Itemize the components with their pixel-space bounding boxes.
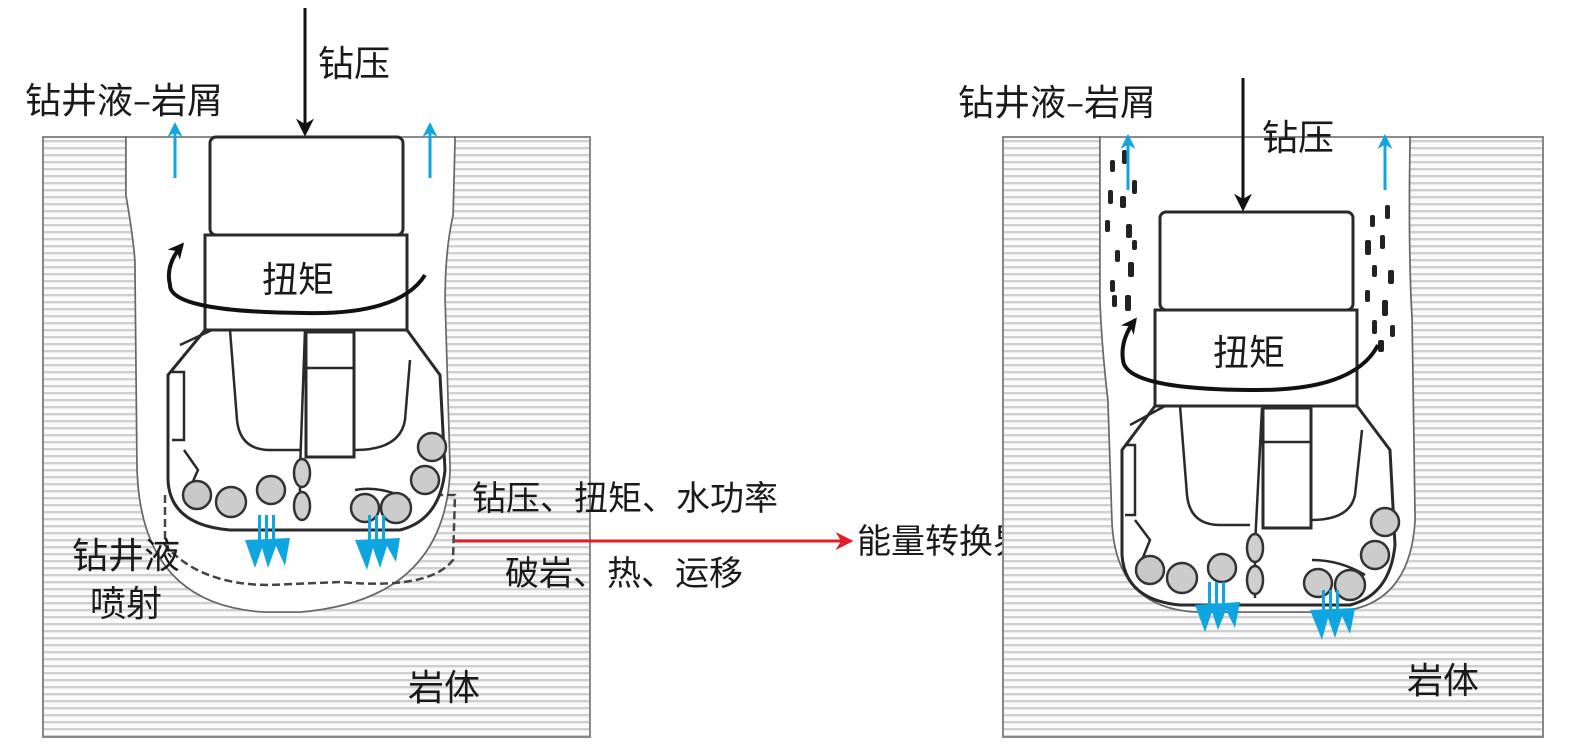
left-jet-spray-icon-2: [355, 515, 400, 570]
right-torque-arrow-icon: [1120, 317, 1380, 393]
left-jet-label-line1: 钻井液: [72, 536, 180, 577]
right-cutters: [1134, 506, 1401, 602]
left-jet-spray-icon: [245, 515, 290, 568]
left-panel: 钻压 钻井液–岩屑 扭矩 钻井液 喷射 岩体: [25, 8, 591, 738]
right-jet-spray-icon: [1195, 582, 1240, 632]
outputs-label: 破岩、热、运移: [505, 554, 743, 594]
right-torque-label: 扭矩: [1213, 333, 1285, 374]
right-cuttings-particles-left: [1105, 150, 1137, 311]
right-rock-label: 岩体: [1407, 661, 1479, 702]
right-panel: 钻井液–岩屑 钻压 扭矩 岩体: [958, 78, 1544, 738]
left-rock-label: 岩体: [408, 668, 480, 709]
right-wob-label: 钻压: [1262, 118, 1334, 159]
left-torque-arrow-icon: [166, 242, 427, 316]
left-jet-label-line2: 喷射: [90, 584, 162, 625]
left-torque-label: 扭矩: [262, 260, 334, 301]
right-jet-spray-icon-2: [1310, 590, 1355, 640]
left-fluid-cuttings-label: 钻井液–岩屑: [25, 81, 223, 122]
inputs-label: 钻压、扭矩、水功率: [472, 479, 778, 519]
left-wob-label: 钻压: [318, 44, 390, 85]
left-cutters: [181, 431, 448, 525]
right-fluid-cuttings-label: 钻井液–岩屑: [958, 83, 1156, 124]
left-drill-bit: [166, 135, 448, 532]
right-cuttings-particles-right: [1365, 205, 1395, 352]
left-jet-zone-outline: [163, 493, 457, 587]
